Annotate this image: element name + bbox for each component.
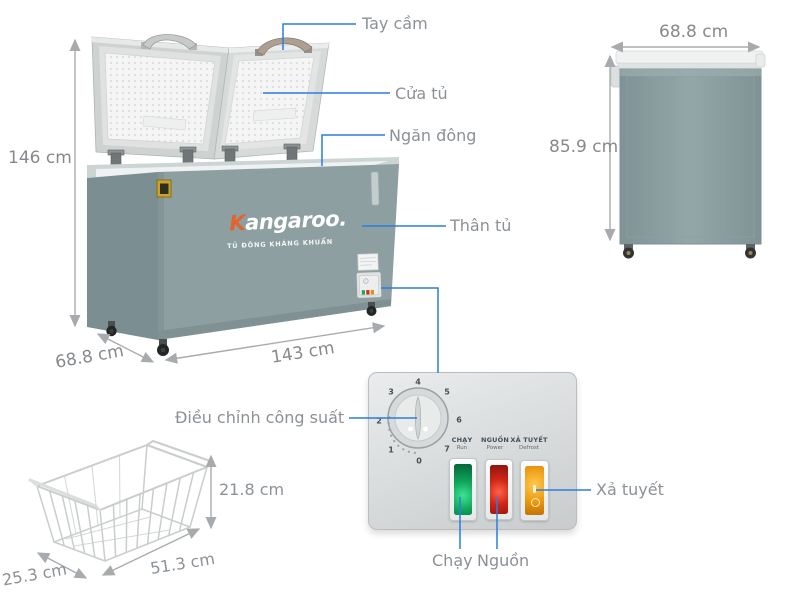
quality-badge-icon xyxy=(156,179,172,198)
callout-defrost: Xả tuyết xyxy=(596,480,664,499)
dim-side-height: 85.9 cm xyxy=(549,137,619,157)
switch-sublabel-power: Power xyxy=(486,445,504,451)
dial-number-0: 0 xyxy=(416,456,422,466)
brand-logo: Kangaroo. xyxy=(229,206,347,235)
callout-body: Thân tủ xyxy=(450,216,512,235)
callout-handle: Tay cầm xyxy=(362,14,428,33)
dial-number-3: 3 xyxy=(388,387,394,397)
left-handle-icon xyxy=(141,34,197,50)
defrost-switch[interactable] xyxy=(520,460,549,521)
control-panel-detail: 0 1 2 3 4 5 6 7 CHẠY Run NGUỒN Power XẢ … xyxy=(368,372,577,530)
dial-number-4: 4 xyxy=(415,377,421,387)
callout-power: Nguồn xyxy=(477,551,530,570)
left-lid xyxy=(91,36,230,160)
freezer-side-view xyxy=(610,50,766,259)
hinges xyxy=(107,143,301,167)
right-lid xyxy=(213,42,330,160)
dial-number-1: 1 xyxy=(388,445,394,455)
run-switch[interactable] xyxy=(449,458,477,521)
switch-label-run: CHẠY xyxy=(451,436,473,444)
side-caster-wheels xyxy=(623,244,756,259)
callout-run: Chạy xyxy=(432,551,473,570)
freezer-main-illustration: Kangaroo. TỦ ĐÔNG KHÁNG KHUẨN xyxy=(87,34,399,356)
switch-label-power: NGUỒN xyxy=(480,436,510,444)
callout-door: Cửa tủ xyxy=(395,84,448,103)
io-on-mark xyxy=(533,484,536,493)
callout-compartment: Ngăn đông xyxy=(389,126,477,145)
power-rocker-icon xyxy=(490,465,508,514)
control-box xyxy=(355,271,383,299)
dial-number-6: 6 xyxy=(456,415,462,425)
switch-label-defrost: XẢ TUYẾT xyxy=(510,436,548,444)
spec-sticker xyxy=(357,253,379,271)
defrost-rocker-icon xyxy=(525,466,544,515)
dial-number-2: 2 xyxy=(376,416,382,426)
switch-sublabel-run: Run xyxy=(456,445,468,451)
callout-power-dial: Điều chỉnh công suất xyxy=(175,408,345,427)
run-rocker-icon xyxy=(454,464,472,515)
switch-sublabel-defrost: Defrost xyxy=(518,445,540,451)
dim-side-width: 68.8 cm xyxy=(659,22,729,42)
cabinet-body: Kangaroo. TỦ ĐÔNG KHÁNG KHUẨN xyxy=(87,157,399,356)
dim-main-height: 146 cm xyxy=(8,148,72,168)
dim-basket-height: 21.8 cm xyxy=(219,480,285,499)
power-switch[interactable] xyxy=(485,459,513,520)
io-off-mark xyxy=(531,498,540,508)
dial-number-5: 5 xyxy=(444,387,450,397)
basket-illustration xyxy=(28,440,214,562)
dial-number-7: 7 xyxy=(444,444,450,454)
